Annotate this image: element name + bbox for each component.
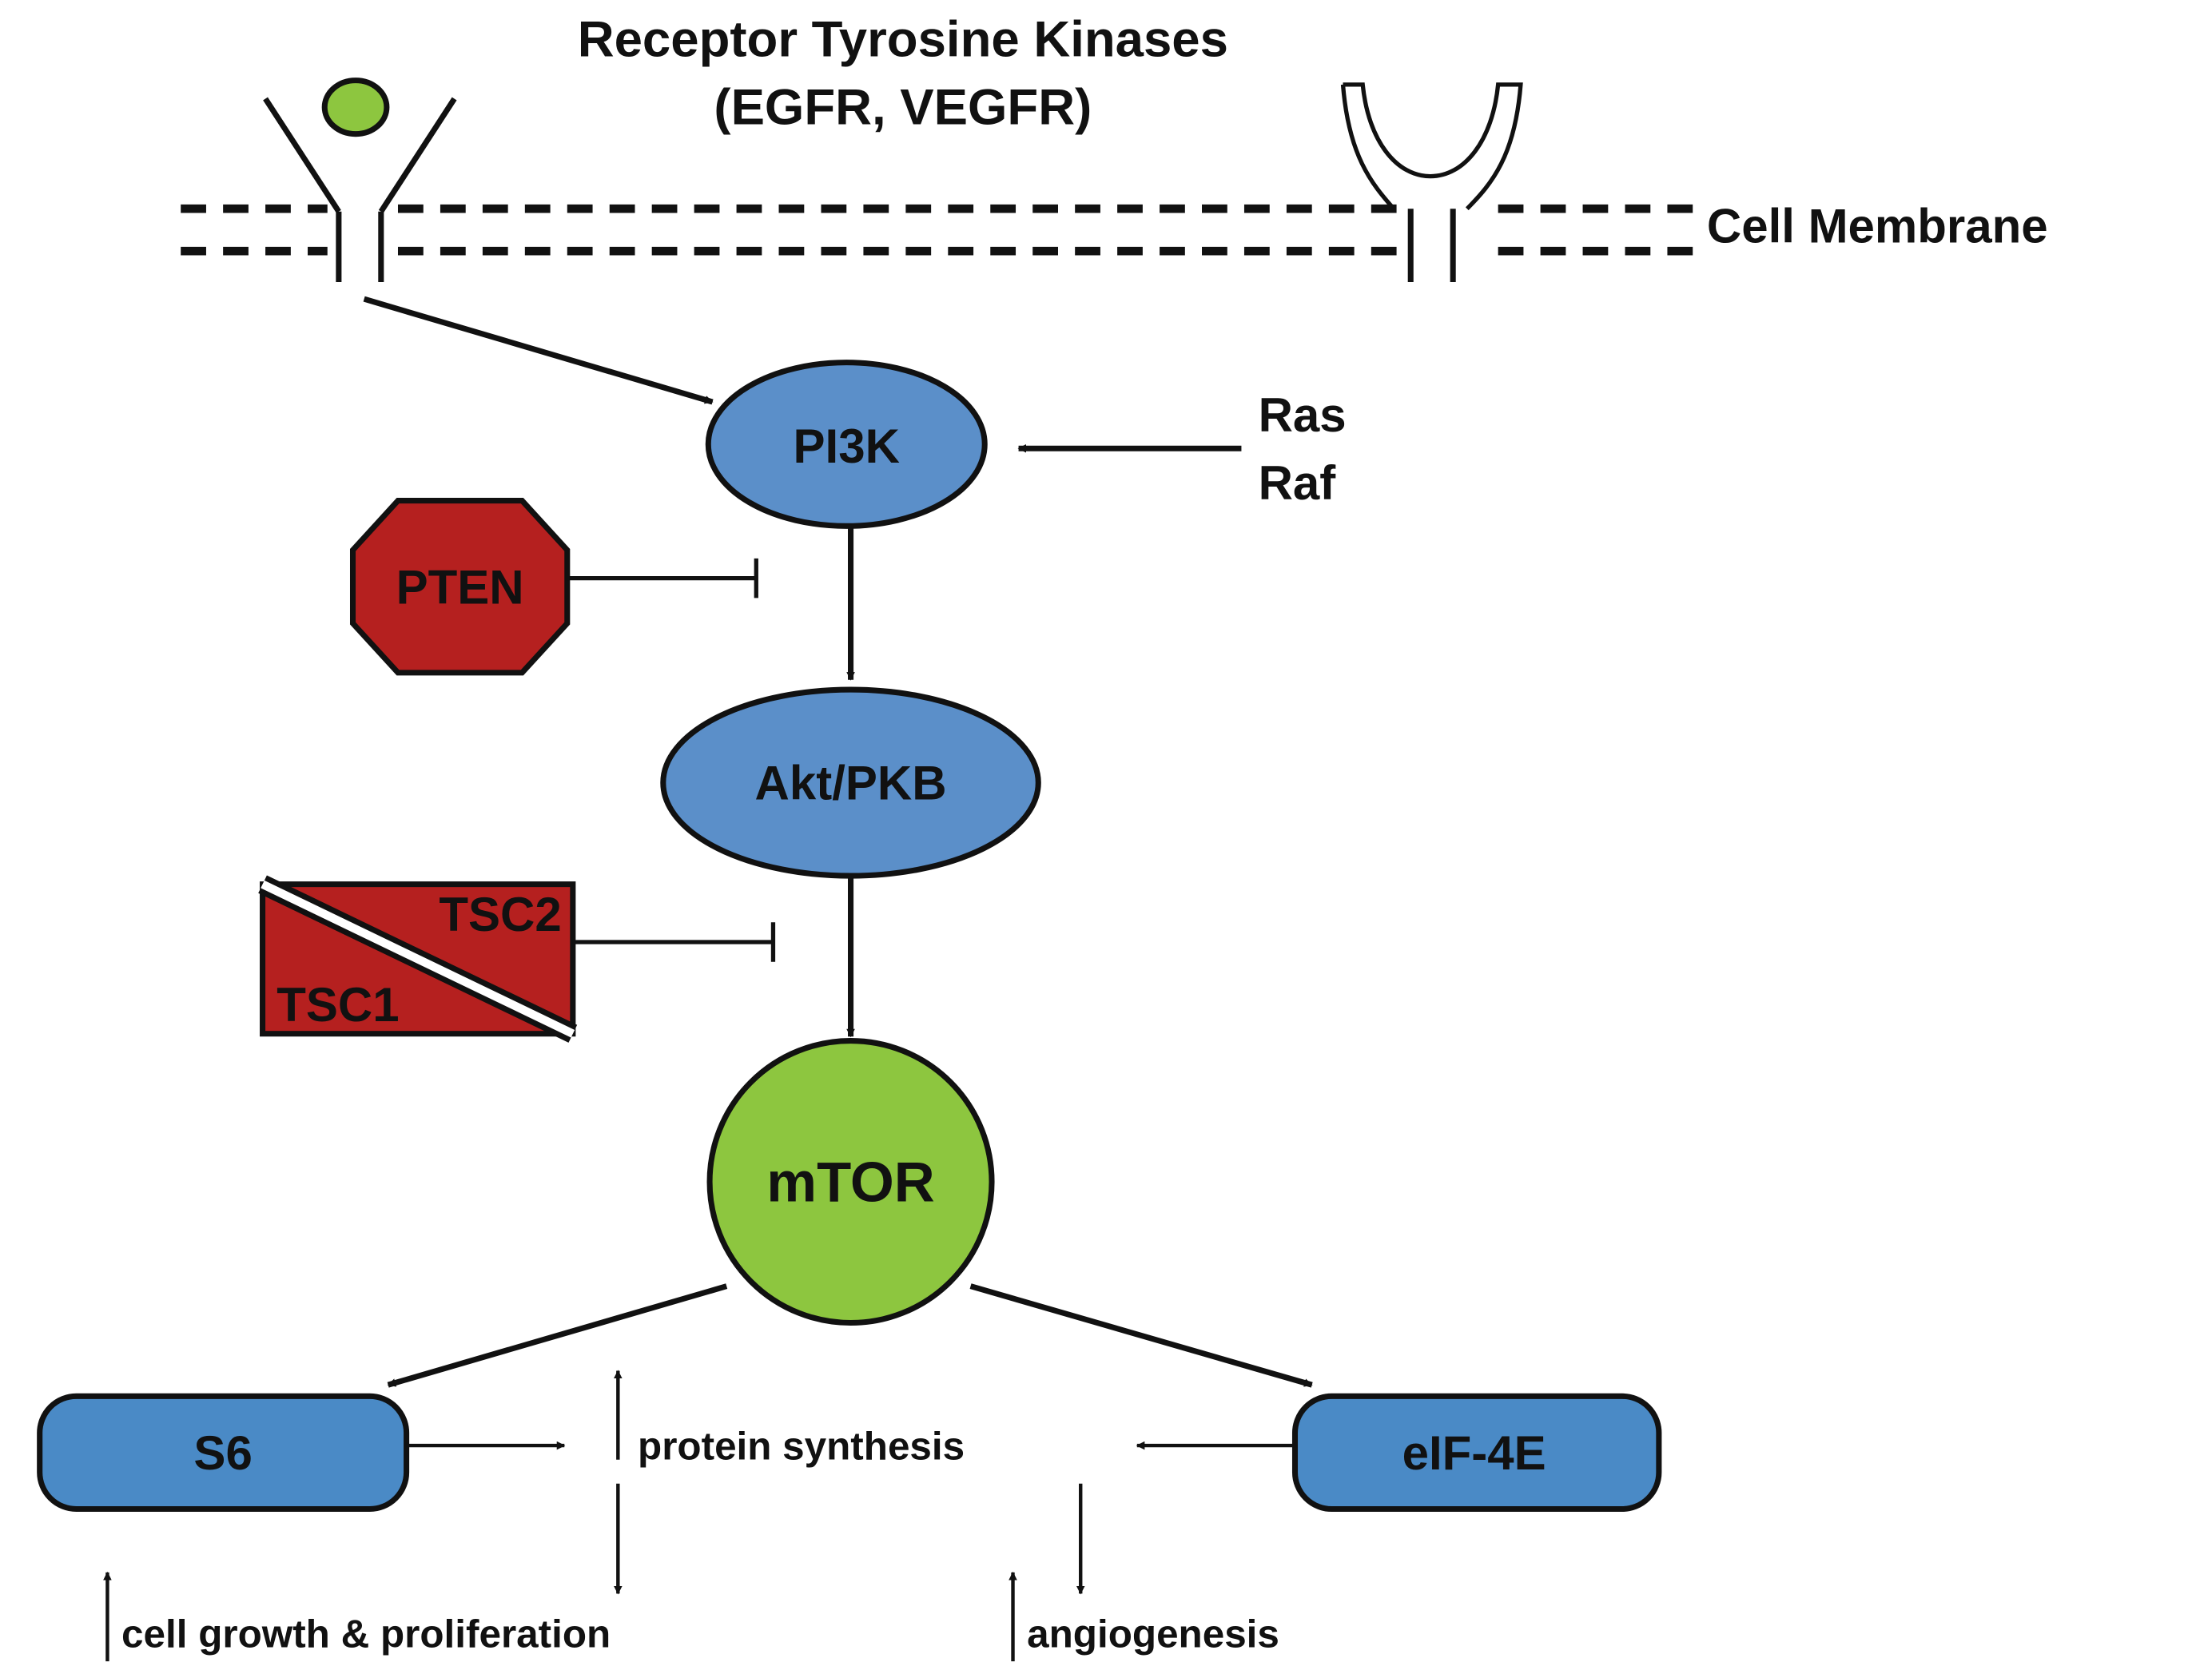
mtor-label: mTOR xyxy=(766,1151,934,1214)
arrow-mtor-to-eif4e xyxy=(969,1283,1313,1388)
pten-label: PTEN xyxy=(396,560,524,614)
s6-label: S6 xyxy=(193,1426,252,1480)
cell-growth-label: cell growth & proliferation xyxy=(121,1612,611,1656)
membrane-label: Cell Membrane xyxy=(1707,200,2048,253)
node-pi3k[interactable]: PI3K xyxy=(705,360,988,529)
node-eif4e[interactable]: eIF-4E xyxy=(1291,1393,1662,1513)
raf-label: Raf xyxy=(1259,456,1337,510)
angiogenesis-label: angiogenesis xyxy=(1027,1612,1279,1656)
pi3k-label: PI3K xyxy=(794,419,900,473)
node-s6[interactable]: S6 xyxy=(37,1393,410,1513)
eif4e-label: eIF-4E xyxy=(1402,1426,1546,1480)
inhibitor-pten[interactable]: PTEN xyxy=(349,498,571,676)
receptor-vegfr-icon xyxy=(1340,82,1523,282)
ligand-icon xyxy=(321,78,390,137)
inhibitor-tsc-complex[interactable]: TSC2 TSC1 xyxy=(258,875,578,1043)
node-mtor[interactable]: mTOR xyxy=(706,1038,995,1326)
node-akt[interactable]: Akt/PKB xyxy=(660,686,1041,879)
title-line1: Receptor Tyrosine Kinases xyxy=(578,11,1228,68)
tsc2-label: TSC2 xyxy=(439,888,561,941)
arrow-mtor-to-s6 xyxy=(387,1283,728,1388)
cell-membrane xyxy=(181,204,1693,256)
akt-label: Akt/PKB xyxy=(755,757,947,810)
receptor-egfr-icon xyxy=(263,78,457,282)
tsc1-label: TSC1 xyxy=(276,978,399,1032)
ras-label: Ras xyxy=(1259,388,1347,442)
title-line2: (EGFR, VEGFR) xyxy=(714,78,1092,135)
protein-synthesis-label: protein synthesis xyxy=(638,1425,965,1469)
arrow-receptor-to-pi3k xyxy=(363,296,714,405)
